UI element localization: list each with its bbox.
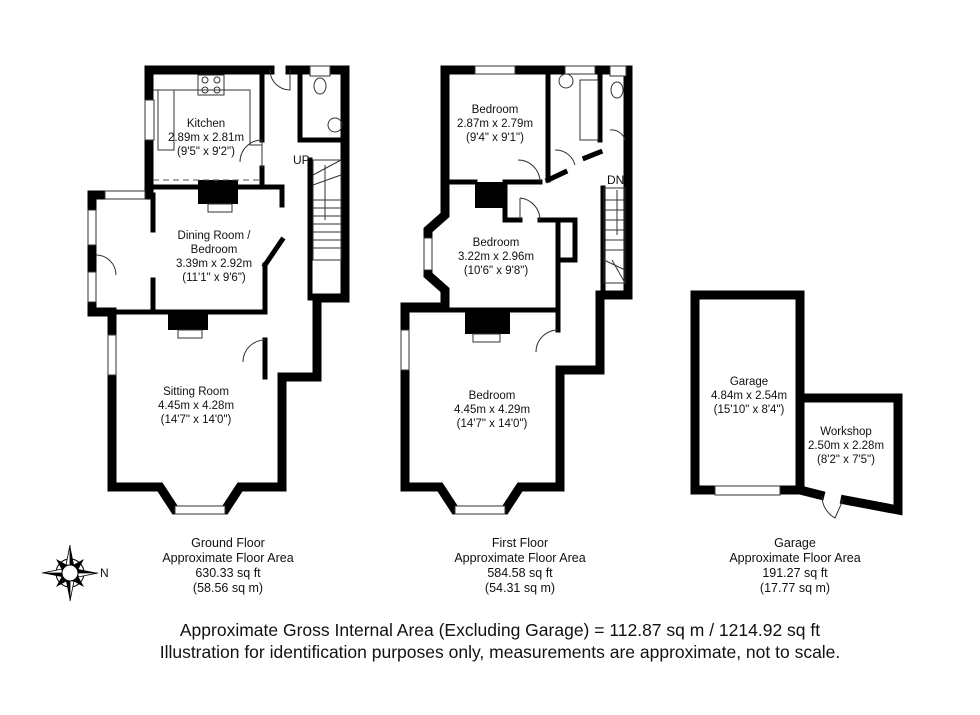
- ground-floor-plan: [87, 65, 350, 515]
- room-label-dining-room: Dining Room / Bedroom 3.39m x 2.92m (11'…: [176, 229, 252, 285]
- room-label-bedroom: Bedroom 3.22m x 2.96m (10'6" x 9'8"): [458, 236, 534, 278]
- room-name-line-2: Bedroom: [190, 244, 238, 256]
- staircase: [603, 187, 626, 284]
- bath-icon: [579, 79, 599, 141]
- hob-icon: [197, 74, 225, 96]
- basin-icon: [327, 117, 343, 133]
- room-label-bedroom: Bedroom 2.87m x 2.79m (9'4" x 9'1"): [457, 103, 533, 145]
- area-label: Approximate Floor Area: [162, 551, 294, 565]
- room-dimensions-imperial: (8'2" x 7'5"): [817, 454, 875, 466]
- room-dimensions-metric: 3.22m x 2.96m: [457, 251, 535, 263]
- room-dimensions-metric: 2.50m x 2.28m: [807, 440, 885, 452]
- toilet-icon: [610, 81, 624, 99]
- chimney-breast: [168, 312, 208, 330]
- room-dimensions-metric: 3.39m x 2.92m: [175, 258, 253, 270]
- room-name: Bedroom: [472, 237, 520, 249]
- room-name: Kitchen: [186, 118, 226, 130]
- area-sq-m: (17.77 sq m): [759, 581, 831, 595]
- room-name: Dining Room /: [177, 230, 251, 242]
- floor-name: Garage: [774, 536, 816, 550]
- garage-area-summary: Garage Approximate Floor Area 191.27 sq …: [729, 536, 860, 596]
- room-dimensions-imperial: (14'7" x 14'0"): [456, 418, 528, 430]
- room-dimensions-metric: 4.45m x 4.28m: [157, 400, 235, 412]
- room-name: Sitting Room: [163, 386, 229, 398]
- area-sq-m: (58.56 sq m): [192, 581, 264, 595]
- stair-up-label: UP: [293, 153, 310, 167]
- area-sq-ft: 191.27 sq ft: [762, 566, 828, 580]
- chimney-breast: [475, 182, 503, 208]
- chimney-breast: [198, 180, 238, 204]
- room-dimensions-metric: 4.45m x 4.29m: [453, 404, 531, 416]
- room-dimensions-imperial: (14'7" x 14'0"): [160, 414, 232, 426]
- stair-down-label: DN: [607, 173, 625, 187]
- room-dimensions-imperial: (15'10" x 8'4"): [713, 404, 785, 416]
- room-name: Bedroom: [468, 390, 516, 402]
- garage-plan: [690, 290, 903, 519]
- ground-floor-area-summary: Ground Floor Approximate Floor Area 630.…: [162, 536, 293, 596]
- room-dimensions-metric: 2.89m x 2.81m: [167, 132, 245, 144]
- room-dimensions-imperial: (10'6" x 9'8"): [463, 265, 529, 277]
- compass-rose-icon: [41, 544, 99, 602]
- room-name: Garage: [729, 376, 769, 388]
- room-name: Workshop: [820, 426, 872, 438]
- room-label-sitting-room: Sitting Room 4.45m x 4.28m (14'7" x 14'0…: [158, 385, 234, 427]
- area-sq-m: (54.31 sq m): [484, 581, 556, 595]
- room-dimensions-imperial: (11'1" x 9'6"): [182, 272, 246, 284]
- room-dimensions-imperial: (9'4" x 9'1"): [466, 132, 524, 144]
- room-dimensions-imperial: (9'5" x 9'2"): [177, 146, 235, 158]
- room-label-bedroom: Bedroom 4.45m x 4.29m (14'7" x 14'0"): [454, 389, 530, 431]
- room-dimensions-metric: 4.84m x 2.54m: [710, 390, 788, 402]
- first-floor-plan: [400, 65, 633, 515]
- floor-name: Ground Floor: [191, 536, 265, 550]
- gross-internal-area: Approximate Gross Internal Area (Excludi…: [179, 620, 821, 640]
- room-label-kitchen: Kitchen 2.89m x 2.81m (9'5" x 9'2"): [168, 117, 244, 159]
- area-sq-ft: 584.58 sq ft: [487, 566, 553, 580]
- room-dimensions-metric: 2.87m x 2.79m: [456, 118, 534, 130]
- room-label-garage: Garage 4.84m x 2.54m (15'10" x 8'4"): [711, 375, 787, 417]
- room-label-workshop: Workshop 2.50m x 2.28m (8'2" x 7'5"): [808, 425, 884, 467]
- area-sq-ft: 630.33 sq ft: [195, 566, 261, 580]
- first-floor-area-summary: First Floor Approximate Floor Area 584.5…: [454, 536, 585, 596]
- garage-door: [714, 485, 781, 496]
- north-label: N: [100, 566, 109, 580]
- floor-name: First Floor: [491, 536, 549, 550]
- room-name: Bedroom: [471, 104, 519, 116]
- basin-icon: [558, 73, 574, 89]
- area-label: Approximate Floor Area: [454, 551, 586, 565]
- toilet-icon: [313, 77, 327, 95]
- chimney-breast: [465, 312, 510, 334]
- staircase: [312, 159, 342, 261]
- area-label: Approximate Floor Area: [729, 551, 861, 565]
- disclaimer: Illustration for identification purposes…: [159, 642, 841, 662]
